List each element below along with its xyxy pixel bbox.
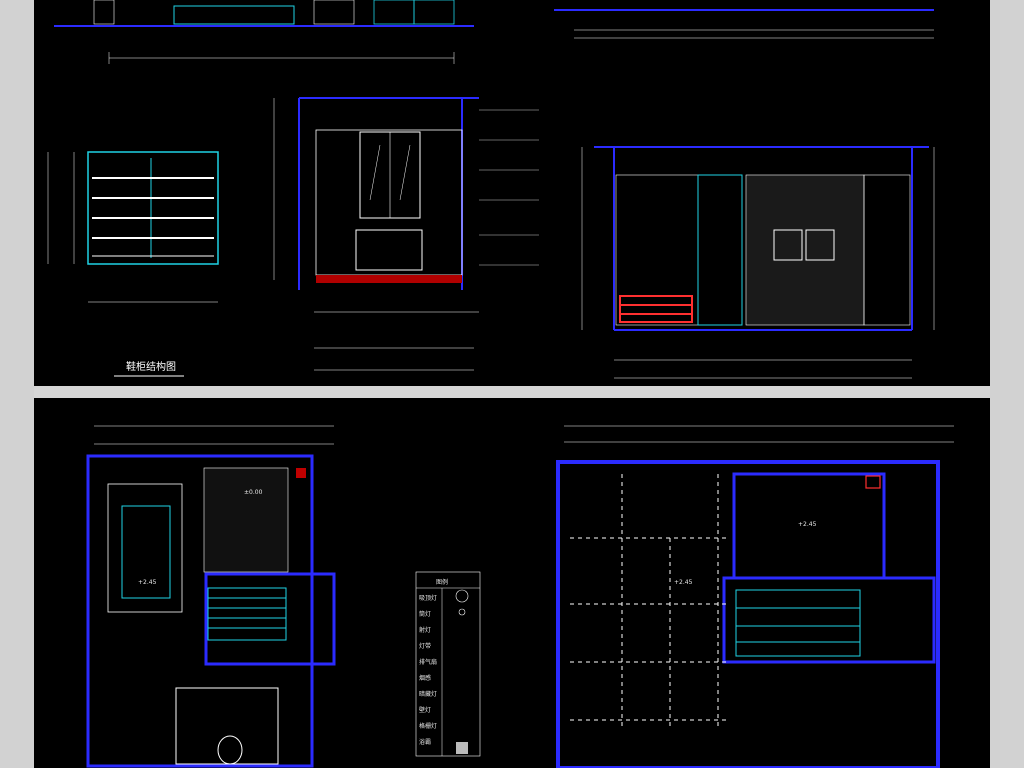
legend-row-8: 格栅灯 <box>419 722 437 730</box>
floor-plan-right: +2.45 +2.45 <box>556 425 954 768</box>
room-tag-1: +2.45 <box>138 579 157 586</box>
room-tag-3: +2.45 <box>798 521 817 528</box>
legend-title: 图例 <box>436 578 448 586</box>
legend-row-4: 排气扇 <box>419 658 437 666</box>
legend-row-3: 灯带 <box>419 642 431 650</box>
legend-row-7: 壁灯 <box>419 706 431 714</box>
cabinet-section <box>273 97 539 371</box>
legend-row-5: 烟感 <box>419 674 431 682</box>
room-tag-0: ±0.00 <box>244 489 263 496</box>
right-margin <box>990 0 1024 768</box>
drawing-title: 鞋柜结构图 <box>126 360 176 373</box>
shoe-cabinet-front <box>47 151 219 303</box>
room-tag-2: +2.45 <box>674 579 693 586</box>
elevation-drawing: 鞋柜结构图 <box>47 0 935 379</box>
legend-row-6: 暗藏灯 <box>419 690 437 698</box>
top-strip-elevation <box>54 0 934 64</box>
legend-row-2: 射灯 <box>419 626 431 634</box>
elevation-sheet: 鞋柜结构图 <box>34 0 990 386</box>
floor-plan-drawing: +2.45 ±0.00 图例 吸顶灯 筒灯 射灯 灯带 排气扇 烟感 暗藏灯 壁… <box>86 425 954 768</box>
legend-row-0: 吸顶灯 <box>419 594 437 602</box>
floor-plan-sheet: +2.45 ±0.00 图例 吸顶灯 筒灯 射灯 灯带 排气扇 烟感 暗藏灯 壁… <box>34 398 990 768</box>
wall-elevation <box>581 146 935 379</box>
ceiling-plan-left: +2.45 ±0.00 <box>86 425 336 768</box>
left-margin <box>0 0 34 768</box>
legend-row-9: 浴霸 <box>419 738 431 746</box>
legend-table: 图例 吸顶灯 筒灯 射灯 灯带 排气扇 烟感 暗藏灯 壁灯 格栅灯 浴霸 <box>415 571 481 757</box>
legend-row-1: 筒灯 <box>419 610 431 618</box>
